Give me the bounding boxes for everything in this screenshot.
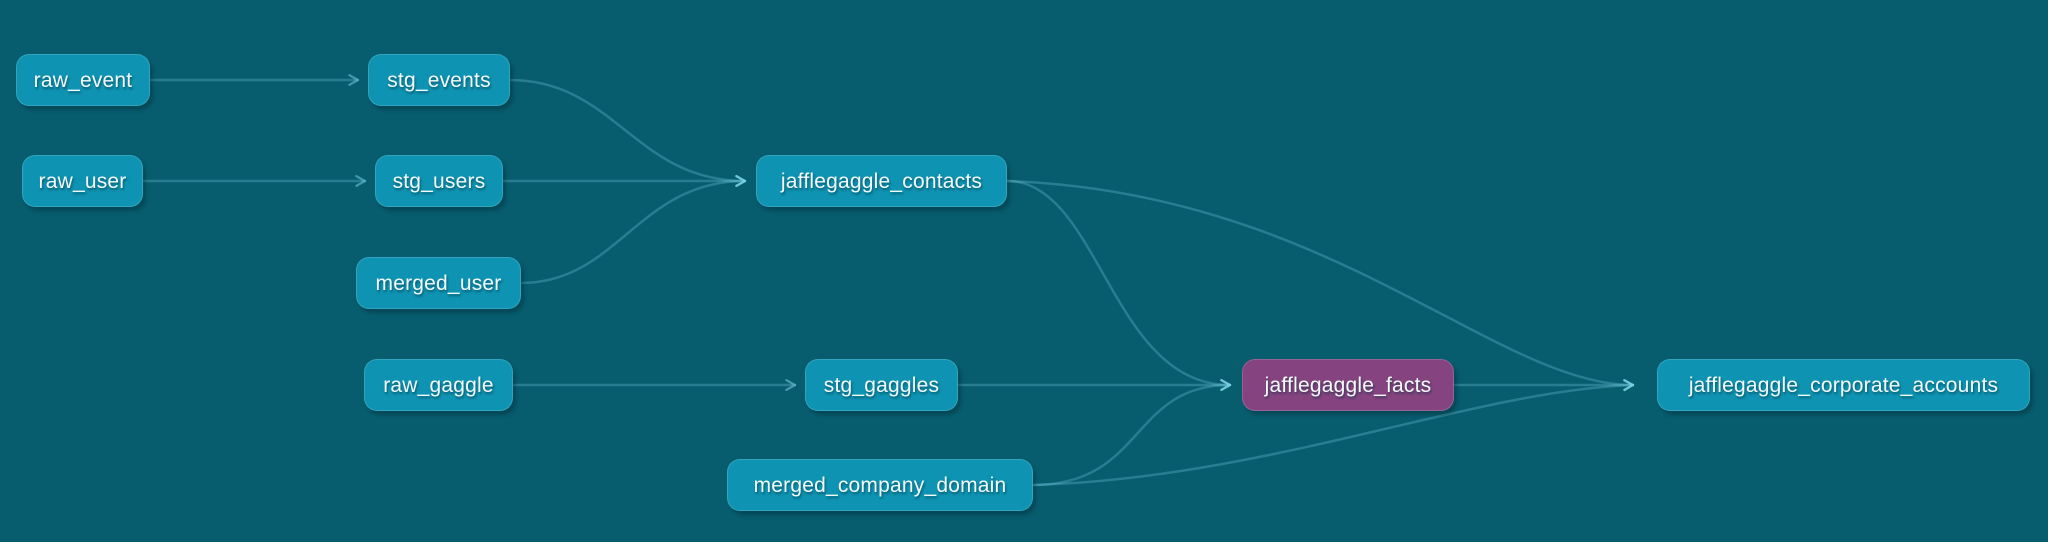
node-jafflegaggle_corporate_accounts[interactable]: jafflegaggle_corporate_accounts bbox=[1657, 359, 2030, 411]
node-label: stg_gaggles bbox=[823, 373, 940, 397]
edge-stg_events-to-jafflegaggle_contacts bbox=[508, 78, 747, 187]
node-stg_users[interactable]: stg_users bbox=[375, 155, 503, 207]
node-label: jafflegaggle_corporate_accounts bbox=[1688, 373, 1999, 397]
node-raw_event[interactable]: raw_event bbox=[16, 54, 150, 106]
node-label: stg_users bbox=[392, 169, 486, 193]
node-stg_events[interactable]: stg_events bbox=[368, 54, 510, 106]
edge-merged_company_domain-to-jafflegaggle_facts bbox=[1031, 379, 1232, 487]
edge-jafflegaggle_contacts-to-jafflegaggle_corporate_accounts bbox=[1005, 179, 1635, 391]
node-merged_user[interactable]: merged_user bbox=[356, 257, 521, 309]
edge-merged_user-to-jafflegaggle_contacts bbox=[519, 175, 747, 285]
node-label: stg_events bbox=[387, 68, 491, 92]
node-label: merged_user bbox=[375, 271, 502, 295]
node-label: merged_company_domain bbox=[753, 473, 1007, 497]
node-label: jafflegaggle_facts bbox=[1264, 373, 1432, 397]
node-raw_gaggle[interactable]: raw_gaggle bbox=[364, 359, 513, 411]
node-jafflegaggle_facts[interactable]: jafflegaggle_facts bbox=[1242, 359, 1454, 411]
node-stg_gaggles[interactable]: stg_gaggles bbox=[805, 359, 958, 411]
node-jafflegaggle_contacts[interactable]: jafflegaggle_contacts bbox=[756, 155, 1007, 207]
edge-merged_company_domain-to-jafflegaggle_corporate_accounts bbox=[1031, 379, 1635, 487]
node-label: raw_gaggle bbox=[383, 373, 494, 397]
node-label: raw_user bbox=[38, 169, 127, 193]
node-label: jafflegaggle_contacts bbox=[780, 169, 983, 193]
node-raw_user[interactable]: raw_user bbox=[22, 155, 143, 207]
node-merged_company_domain[interactable]: merged_company_domain bbox=[727, 459, 1033, 511]
edge-jafflegaggle_contacts-to-jafflegaggle_facts bbox=[1005, 179, 1232, 391]
node-label: raw_event bbox=[33, 68, 133, 92]
